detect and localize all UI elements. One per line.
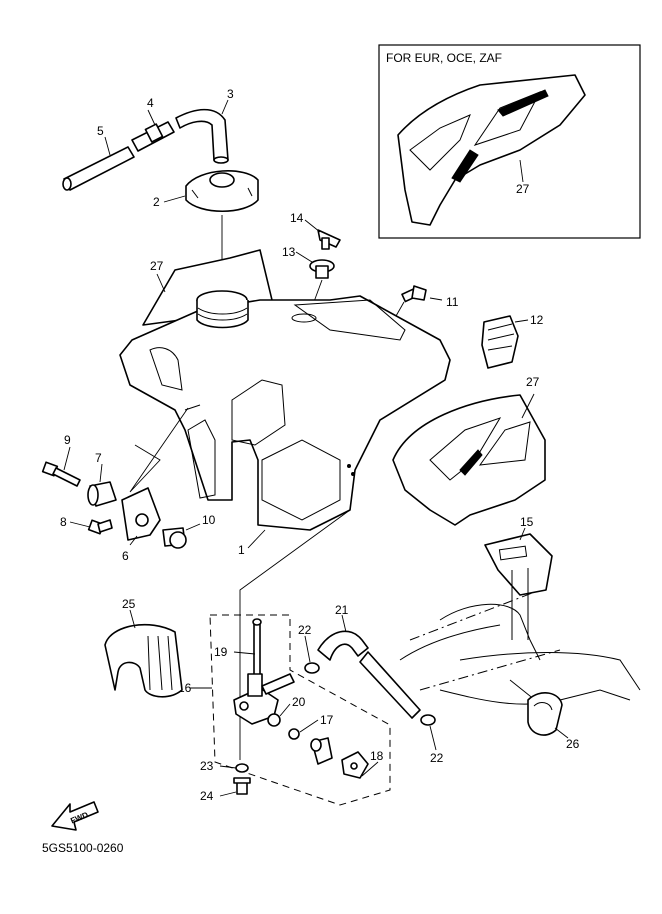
callout-7: 7 — [95, 451, 102, 465]
inset-side-cover — [397, 74, 586, 226]
o-ring-17 — [288, 728, 300, 740]
protector-25 — [104, 623, 183, 698]
callout-21: 21 — [335, 603, 349, 617]
callout-27-right: 27 — [526, 375, 540, 389]
callout-10: 10 — [202, 513, 216, 527]
collar-13 — [309, 259, 335, 279]
callout-5: 5 — [97, 124, 104, 138]
callout-9: 9 — [64, 433, 71, 447]
clip-12 — [481, 315, 519, 369]
fuel-cock-body — [233, 673, 295, 725]
fuel-pipe-21 — [317, 630, 421, 719]
callout-19: 19 — [214, 645, 228, 659]
callout-6: 6 — [122, 549, 129, 563]
damper-7 — [87, 481, 117, 507]
callout-4: 4 — [147, 96, 154, 110]
screw-14 — [317, 229, 341, 250]
callout-1: 1 — [238, 543, 245, 557]
callout-17: 17 — [320, 713, 334, 727]
callout-3: 3 — [227, 87, 234, 101]
callout-22-upper: 22 — [298, 623, 312, 637]
bolt-9 — [41, 461, 81, 487]
callout-14: 14 — [290, 211, 304, 225]
callout-23: 23 — [200, 759, 214, 773]
breather-hose-5 — [62, 146, 135, 191]
callout-8: 8 — [60, 515, 67, 529]
callout-18: 18 — [370, 749, 384, 763]
callout-2: 2 — [153, 195, 160, 209]
fwd-arrow-icon: FWD — [51, 801, 99, 831]
bracket-6 — [121, 487, 161, 541]
bracket-15 — [484, 533, 553, 640]
clip-22-bottom — [420, 714, 436, 726]
fuel-filter-19 — [252, 618, 262, 678]
washer-23 — [235, 763, 249, 773]
frame-ghost — [399, 589, 641, 705]
callout-27-inset: 27 — [516, 182, 530, 196]
callout-13: 13 — [282, 245, 296, 259]
tank-cap-2 — [185, 170, 259, 213]
callout-22-lower: 22 — [430, 751, 444, 765]
fuel-tank-1 — [119, 249, 451, 531]
inset-title: FOR EUR, OCE, ZAF — [386, 51, 502, 65]
breather-pipe-3 — [175, 108, 229, 164]
callout-15: 15 — [520, 515, 534, 529]
callout-24: 24 — [200, 789, 214, 803]
lever-knob — [310, 737, 333, 765]
callout-12: 12 — [530, 313, 544, 327]
side-cover-27 — [392, 394, 546, 526]
clip-22-top — [304, 662, 320, 674]
bolt-8 — [87, 519, 113, 535]
check-valve-4 — [131, 121, 175, 152]
callout-25: 25 — [122, 597, 136, 611]
damper-26 — [527, 692, 563, 736]
screw-24 — [233, 777, 251, 795]
diagram-code: 5GS5100-0260 — [42, 841, 124, 855]
callout-20: 20 — [292, 695, 306, 709]
callout-11: 11 — [446, 295, 459, 309]
washer-20 — [267, 713, 281, 727]
callout-27-tank: 27 — [150, 259, 164, 273]
plate-18 — [341, 751, 369, 779]
bolt-11 — [401, 285, 427, 303]
callout-26: 26 — [566, 737, 580, 751]
collar-10 — [162, 527, 187, 549]
inset-box: FOR EUR, OCE, ZAF 27 — [378, 44, 641, 239]
